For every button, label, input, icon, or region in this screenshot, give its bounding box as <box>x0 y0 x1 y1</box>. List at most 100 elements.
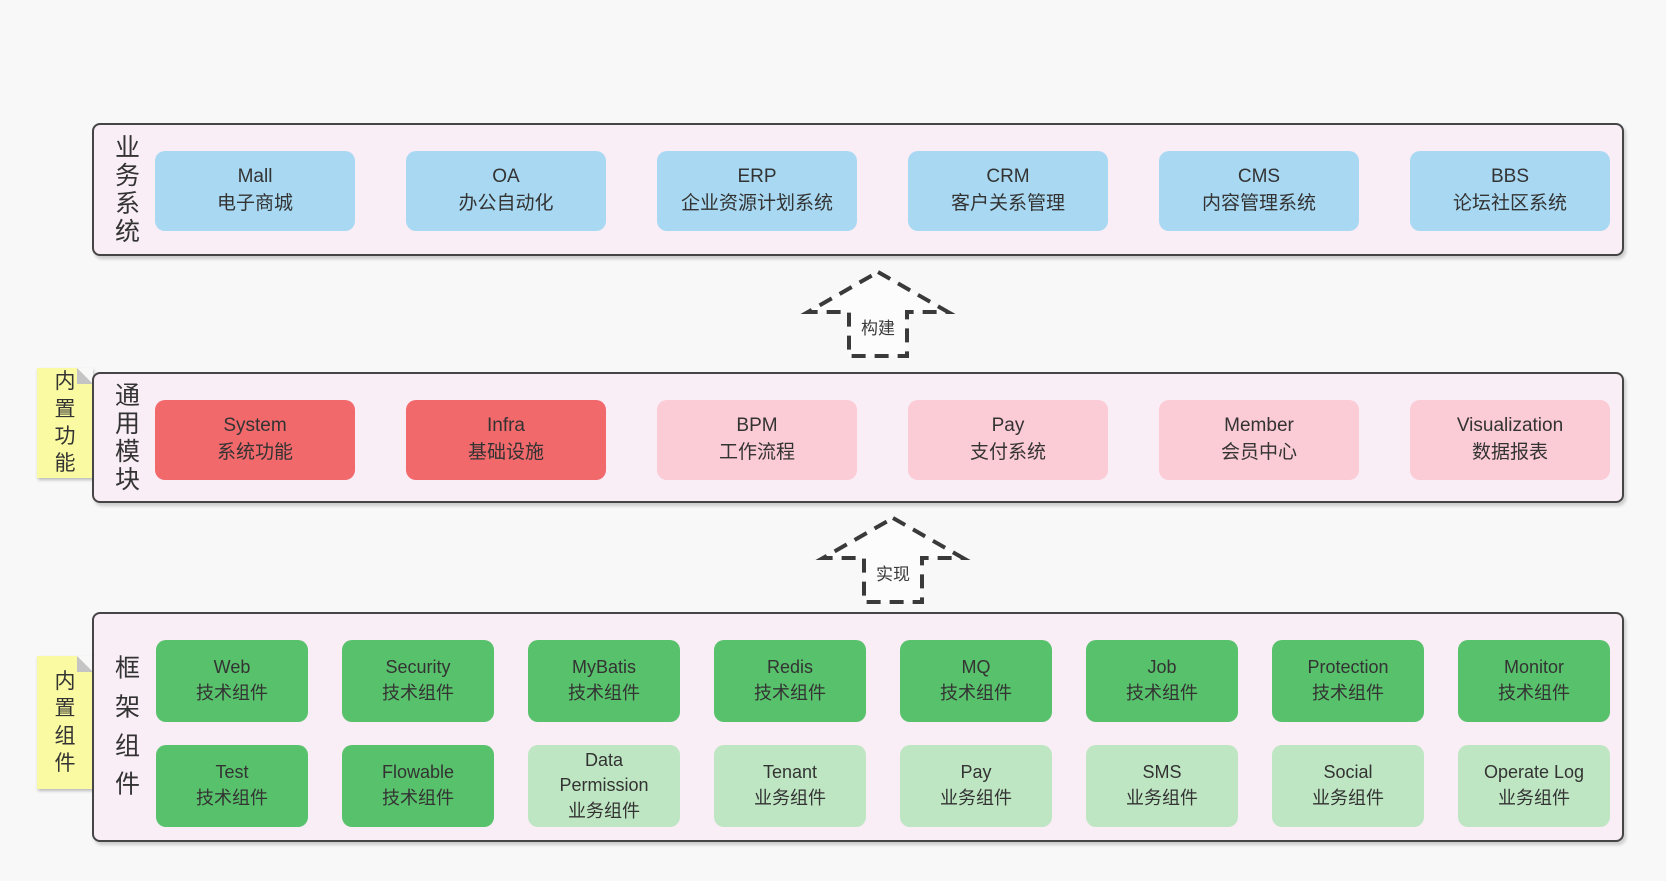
box-subtitle: 技术组件 <box>1126 683 1198 703</box>
tech-components-row: Web 技术组件 Security 技术组件 MyBatis 技术组件 Redi… <box>156 640 1610 722</box>
box-sms: SMS 业务组件 <box>1086 745 1238 827</box>
box-subtitle: 业务组件 <box>1126 788 1198 808</box>
business-systems-label: 业务系统 <box>114 133 140 246</box>
box-title: Pay <box>960 762 992 783</box>
box-web: Web 技术组件 <box>156 640 308 722</box>
framework-components-label: 框架组件 <box>114 654 140 799</box>
box-subtitle: 基础设施 <box>467 442 544 463</box>
box-title: Social <box>1323 762 1373 783</box>
sticky-label: 内置组件 <box>54 669 76 775</box>
box-subtitle: 工作流程 <box>718 442 795 463</box>
sticky-fold-icon <box>77 368 93 384</box>
box-subtitle: 系统功能 <box>216 442 293 463</box>
box-title: System <box>223 415 287 437</box>
implement-arrow-label: 实现 <box>873 560 913 585</box>
box-system: System 系统功能 <box>155 400 355 480</box>
box-title: Operate Log <box>1483 762 1585 783</box>
common-modules-label: 通用模块 <box>114 381 140 494</box>
biz-components-row: Test 技术组件 Flowable 技术组件 Data Permission … <box>156 745 1610 827</box>
box-title: Security <box>385 657 451 678</box>
box-title: MQ <box>961 657 991 678</box>
box-title: Protection <box>1307 657 1389 678</box>
box-subtitle: 技术组件 <box>382 683 454 703</box>
box-pay-component: Pay 业务组件 <box>900 745 1052 827</box>
box-protection: Protection 技术组件 <box>1272 640 1424 722</box>
box-title: Pay <box>991 415 1025 437</box>
box-visualization: Visualization 数据报表 <box>1410 400 1610 480</box>
box-crm: CRM 客户关系管理 <box>908 151 1108 231</box>
business-systems-row: Mall 电子商城 OA 办公自动化 ERP 企业资源计划系统 CRM 客户关系… <box>155 151 1610 231</box>
build-arrow-label: 构建 <box>858 314 898 339</box>
box-title: Data Permission <box>559 749 649 796</box>
box-subtitle: 客户关系管理 <box>950 193 1065 214</box>
box-subtitle: 业务组件 <box>754 788 826 808</box>
box-title: Mall <box>237 166 273 188</box>
built-in-components-sticky: 内置组件 <box>37 656 93 789</box>
box-monitor: Monitor 技术组件 <box>1458 640 1610 722</box>
common-modules-panel: 通用模块 System 系统功能 Infra 基础设施 BPM 工作流程 Pay… <box>92 372 1624 503</box>
box-title: ERP <box>737 166 777 188</box>
box-subtitle: 技术组件 <box>940 683 1012 703</box>
box-title: Redis <box>766 657 814 678</box>
box-title: Flowable <box>381 762 455 783</box>
box-subtitle: 技术组件 <box>382 788 454 808</box>
implement-arrow: 实现 <box>813 508 973 608</box>
box-mq: MQ 技术组件 <box>900 640 1052 722</box>
box-subtitle: 技术组件 <box>196 683 268 703</box>
framework-components-panel: 框架组件 Web 技术组件 Security 技术组件 MyBatis 技术组件… <box>92 612 1624 842</box>
box-subtitle: 技术组件 <box>1312 683 1384 703</box>
box-title: Web <box>213 657 251 678</box>
box-title: Infra <box>486 415 526 437</box>
box-title: BBS <box>1490 166 1530 188</box>
box-title: CMS <box>1237 166 1281 188</box>
business-systems-panel: 业务系统 Mall 电子商城 OA 办公自动化 ERP 企业资源计划系统 CRM… <box>92 123 1624 256</box>
box-cms: CMS 内容管理系统 <box>1159 151 1359 231</box>
box-erp: ERP 企业资源计划系统 <box>657 151 857 231</box>
box-operate-log: Operate Log 业务组件 <box>1458 745 1610 827</box>
box-subtitle: 业务组件 <box>940 788 1012 808</box>
up-arrow-icon <box>815 515 971 604</box>
box-subtitle: 数据报表 <box>1471 442 1548 463</box>
box-member: Member 会员中心 <box>1159 400 1359 480</box>
sticky-fold-icon <box>77 656 93 672</box>
box-title: Visualization <box>1456 415 1564 437</box>
box-bpm: BPM 工作流程 <box>657 400 857 480</box>
box-bbs: BBS 论坛社区系统 <box>1410 151 1610 231</box>
box-test: Test 技术组件 <box>156 745 308 827</box>
box-mybatis: MyBatis 技术组件 <box>528 640 680 722</box>
box-data-permission: Data Permission 业务组件 <box>528 745 680 827</box>
box-title: OA <box>492 166 520 188</box>
box-job: Job 技术组件 <box>1086 640 1238 722</box>
box-security: Security 技术组件 <box>342 640 494 722</box>
box-subtitle: 支付系统 <box>969 442 1046 463</box>
box-mall: Mall 电子商城 <box>155 151 355 231</box>
box-title: Test <box>215 762 249 783</box>
box-oa: OA 办公自动化 <box>406 151 606 231</box>
box-subtitle: 技术组件 <box>1498 683 1570 703</box>
common-modules-row: System 系统功能 Infra 基础设施 BPM 工作流程 Pay 支付系统… <box>155 400 1610 480</box>
box-subtitle: 业务组件 <box>568 800 640 821</box>
box-title: Monitor <box>1503 657 1565 678</box>
box-subtitle: 论坛社区系统 <box>1452 193 1567 214</box>
box-title: Job <box>1147 657 1177 678</box>
box-subtitle: 技术组件 <box>754 683 826 703</box>
box-title: BPM <box>736 415 778 437</box>
box-title: MyBatis <box>571 657 636 678</box>
box-subtitle: 业务组件 <box>1312 788 1384 808</box>
box-title: Member <box>1224 415 1294 437</box>
box-subtitle: 企业资源计划系统 <box>680 193 833 214</box>
box-title: Tenant <box>762 762 818 783</box>
box-tenant: Tenant 业务组件 <box>714 745 866 827</box>
box-pay-module: Pay 支付系统 <box>908 400 1108 480</box>
sticky-label: 内置功能 <box>54 370 76 476</box>
box-flowable: Flowable 技术组件 <box>342 745 494 827</box>
build-arrow: 构建 <box>798 262 958 362</box>
box-redis: Redis 技术组件 <box>714 640 866 722</box>
box-subtitle: 电子商城 <box>216 193 293 214</box>
box-title: SMS <box>1142 762 1182 783</box>
box-subtitle: 技术组件 <box>568 683 640 703</box>
up-arrow-icon <box>800 269 956 358</box>
box-subtitle: 办公自动化 <box>458 193 554 214</box>
box-title: CRM <box>986 166 1030 188</box>
box-subtitle: 会员中心 <box>1220 442 1297 463</box>
